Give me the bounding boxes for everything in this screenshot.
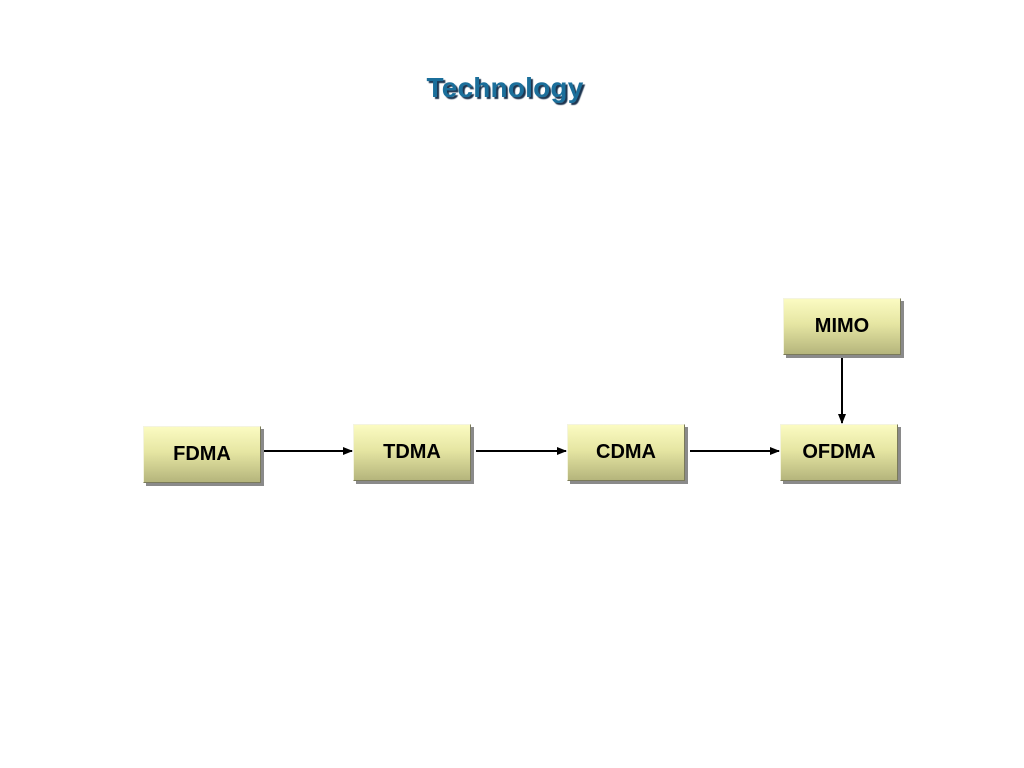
node-tdma: TDMA (353, 424, 471, 481)
node-ofdma-label: OFDMA (802, 441, 876, 463)
node-mimo-label: MIMO (814, 315, 870, 337)
node-cdma: CDMA (567, 424, 685, 481)
node-mimo: MIMO (783, 298, 901, 355)
node-tdma-label: TDMA (383, 441, 441, 463)
slide-title: Technology (426, 72, 584, 103)
node-fdma-label: FDMA (173, 443, 231, 465)
node-ofdma: OFDMA (780, 424, 898, 481)
node-cdma-label: CDMA (596, 441, 656, 463)
node-fdma: FDMA (143, 426, 261, 483)
